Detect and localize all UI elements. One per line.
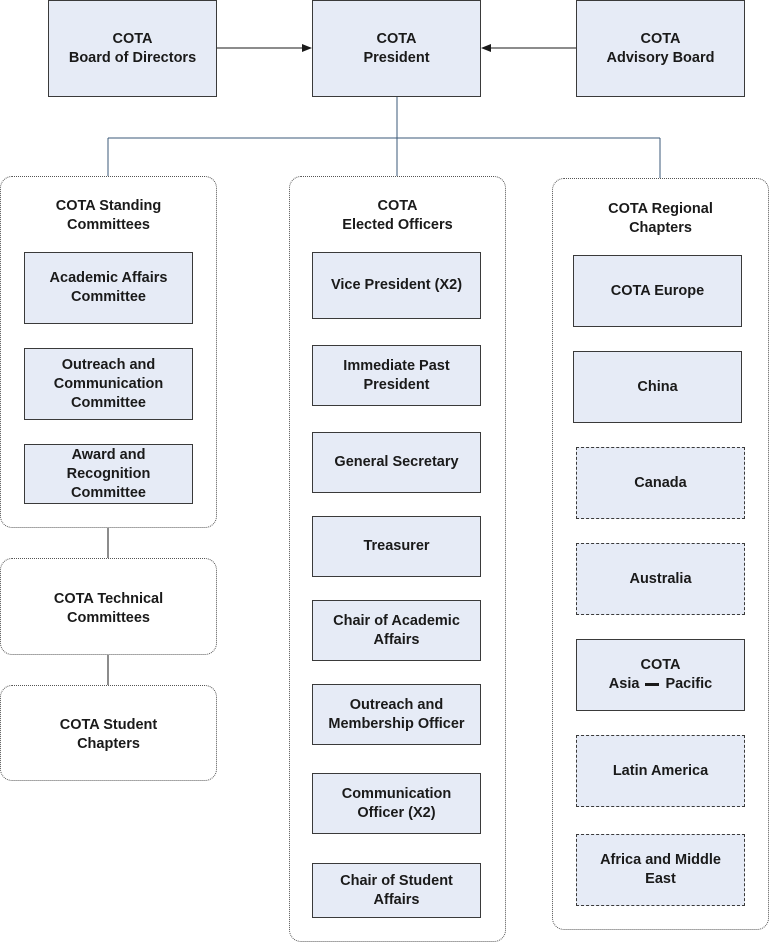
student-chapters-group: [0, 685, 217, 781]
advisory-board-box: COTA Advisory Board: [576, 0, 745, 97]
vice-president-box: Vice President (X2): [312, 252, 481, 319]
regional-chapters-title: COTA Regional Chapters: [608, 201, 713, 236]
asia-label: Asia: [608, 676, 640, 692]
treasurer-box: Treasurer: [312, 516, 481, 577]
immediate-past-president-box: Immediate Past President: [312, 345, 481, 406]
academic-affairs-committee-box: Academic Affairs Committee: [24, 252, 193, 324]
standing-committees-title: COTA Standing Committees: [55, 198, 162, 233]
pacific-label: Pacific: [665, 676, 713, 692]
china-box: China: [573, 351, 742, 423]
cota-europe-box: COTA Europe: [573, 255, 742, 327]
outreach-communication-committee-box: Outreach and Communication Committee: [24, 348, 193, 420]
award-recognition-committee-box: Award and Recognition Committee: [24, 444, 193, 504]
technical-committees-group: [0, 558, 217, 655]
chair-student-affairs-box: Chair of Student Affairs: [312, 863, 481, 918]
board-of-directors-box: COTA Board of Directors: [48, 0, 217, 97]
asia-pacific-line1: COTA: [640, 657, 681, 673]
asia-pacific-line2: Asia Pacific: [609, 675, 712, 694]
canada-box: Canada: [576, 447, 745, 519]
dash-icon: [645, 683, 660, 686]
technical-committees-title: COTA Technical Committees: [53, 591, 164, 626]
australia-box: Australia: [576, 543, 745, 615]
africa-middle-east-box: Africa and Middle East: [576, 834, 745, 906]
student-chapters-title: COTA Student Chapters: [59, 717, 158, 752]
cota-asia-pacific-box: COTA Asia Pacific: [576, 639, 745, 711]
general-secretary-box: General Secretary: [312, 432, 481, 493]
outreach-membership-officer-box: Outreach and Membership Officer: [312, 684, 481, 745]
chair-academic-affairs-box: Chair of Academic Affairs: [312, 600, 481, 661]
elected-officers-title: COTA Elected Officers: [342, 198, 453, 233]
communication-officer-box: Communication Officer (X2): [312, 773, 481, 834]
president-box: COTA President: [312, 0, 481, 97]
latin-america-box: Latin America: [576, 735, 745, 807]
